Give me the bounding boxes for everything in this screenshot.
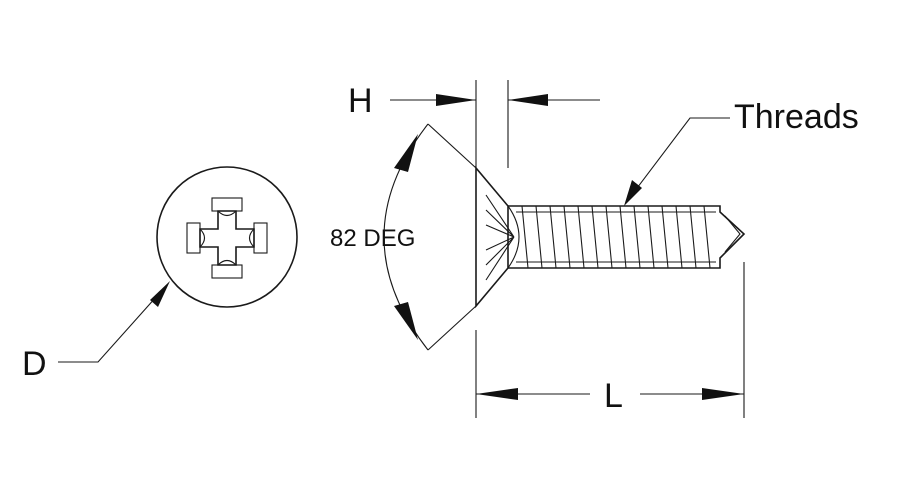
threads-callout: Threads	[624, 98, 859, 206]
diameter-label: D	[22, 345, 47, 383]
angle-label: 82 DEG	[330, 225, 415, 252]
head-height-label: H	[348, 82, 373, 120]
length-dimension: L	[475, 262, 745, 418]
threads-label: Threads	[734, 98, 859, 136]
angle-dimension: 82 DEG	[330, 123, 477, 351]
screw-side-view	[475, 165, 746, 309]
head-height-dimension: H	[348, 80, 600, 168]
head-top-view	[156, 166, 298, 308]
diameter-dimension: D	[22, 281, 170, 383]
length-label: L	[604, 377, 623, 415]
phillips-recess-icon	[199, 210, 255, 266]
